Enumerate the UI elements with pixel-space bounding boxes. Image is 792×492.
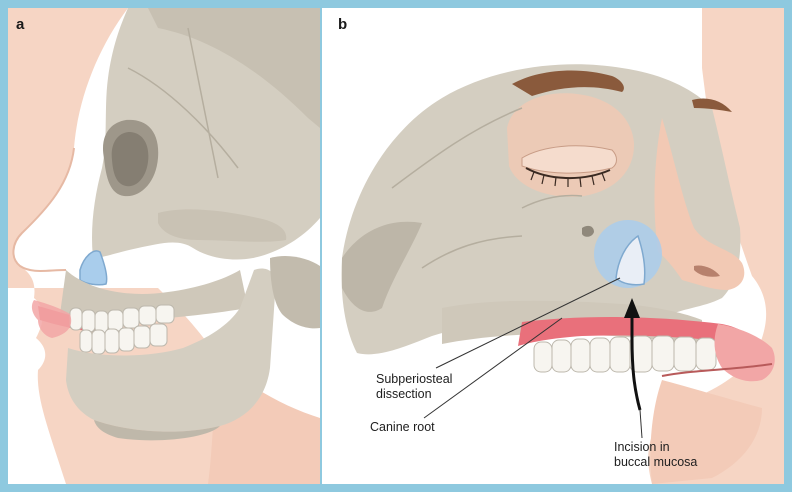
callout-subperiosteal-dissection: Subperiosteal dissection [376,372,452,402]
callout-subperiosteal-line2: dissection [376,387,452,402]
callout-canine-root: Canine root [370,420,435,435]
callout-subperiosteal-line1: Subperiosteal [376,372,452,387]
mastoid [270,256,320,328]
leader-incision [640,410,642,438]
callout-incision-line2: buccal mucosa [614,455,697,470]
panel-label-a: a [16,16,24,33]
eye-region [507,93,634,196]
panel-label-b: b [338,16,347,33]
callout-incision-buccal-mucosa: Incision in buccal mucosa [614,440,697,470]
panel-a: a [8,8,320,484]
panel-b: b Subperiosteal dissection Canine root I… [322,8,784,484]
panel-a-illustration [8,8,320,484]
upper-teeth-b [534,336,716,372]
callout-incision-line1: Incision in [614,440,697,455]
panel-b-illustration [322,8,784,484]
